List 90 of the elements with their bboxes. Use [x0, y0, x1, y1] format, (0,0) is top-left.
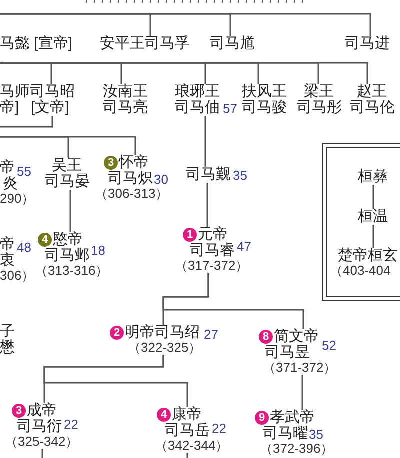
- title-text: 怀帝: [119, 155, 149, 171]
- title-text: 吴王: [52, 158, 82, 174]
- person-name: 司马曜: [263, 426, 308, 442]
- age-number: 30: [154, 172, 168, 187]
- age-number: 47: [237, 239, 252, 254]
- connector-line: [204, 116, 206, 167]
- title-text: 琅琊王: [175, 84, 220, 100]
- title-text: 成帝: [27, 403, 57, 419]
- reign-years: （313-316）: [35, 264, 109, 278]
- reign-years: （403-404: [330, 264, 391, 278]
- connector-line: [162, 273, 304, 329]
- title-text: 帝: [0, 160, 15, 176]
- title-text: 帝]: [0, 100, 20, 116]
- connector-line: [372, 185, 374, 209]
- person-name: 司马昭: [30, 84, 75, 100]
- connector-line: [186, 453, 188, 458]
- person-name: 司马伷: [175, 100, 220, 116]
- person-name: 明帝司马绍: [125, 325, 200, 341]
- number-badge: 1: [183, 228, 197, 242]
- reign-years: （372-396）: [260, 442, 334, 456]
- title-text: 元帝: [198, 227, 228, 243]
- age-number: 35: [309, 427, 324, 442]
- person-name: 桓温: [358, 209, 388, 225]
- person-name: 马师: [0, 84, 30, 100]
- reign-years: 290）: [0, 192, 35, 206]
- connector-line: [44, 355, 188, 407]
- person-name: 衷: [0, 253, 15, 269]
- person-name: 司马炽: [108, 171, 153, 187]
- person-name: 司马进: [345, 36, 390, 52]
- connector-line: [0, 116, 54, 128]
- age-number: 48: [17, 240, 32, 255]
- title-text: 简文帝: [274, 329, 319, 345]
- age-number: 22: [212, 421, 226, 436]
- title-text: 帝: [0, 237, 15, 253]
- title-text: 汝南王: [103, 84, 148, 100]
- person-name: 司马昱: [265, 345, 310, 361]
- person-name: 司马岳: [165, 423, 210, 439]
- title-text: 梁王: [304, 84, 334, 100]
- reign-years: （342-344）: [155, 439, 229, 453]
- reign-years: （371-372）: [263, 361, 337, 375]
- person-name: 楚帝桓玄: [338, 248, 398, 264]
- connector-line: [70, 190, 72, 232]
- title-text: 孝武帝: [270, 410, 315, 426]
- person-name: 司马晏: [45, 174, 90, 190]
- person-name: 司马邺: [45, 248, 90, 264]
- connector-line: [42, 449, 44, 458]
- age-number: 55: [17, 164, 32, 179]
- connector-line: [0, 136, 136, 155]
- person-name: 懋: [0, 340, 15, 356]
- age-number: 35: [233, 168, 248, 183]
- connector-line: [206, 183, 208, 227]
- title-text: 扶风王: [242, 84, 287, 100]
- person-name: 司马彤: [297, 100, 342, 116]
- reign-years: （325-342）: [5, 435, 79, 449]
- connector-line: [372, 225, 374, 248]
- person-name: 司马伦: [350, 100, 395, 116]
- age-number: 18: [91, 243, 106, 258]
- person-name: 司马骏: [242, 100, 287, 116]
- person-name: 司马馗: [210, 36, 255, 52]
- number-badge: 3: [12, 404, 26, 418]
- reign-years: （322-325）: [128, 341, 202, 355]
- title-text: 康帝: [172, 407, 202, 423]
- person-name: 司马睿: [190, 243, 235, 259]
- reign-years: 306）: [0, 269, 35, 283]
- title-text: 愍帝: [53, 232, 83, 248]
- title-text: [文帝]: [31, 100, 70, 116]
- person-name: 桓彝: [358, 169, 388, 185]
- number-badge: 4: [157, 408, 171, 422]
- age-number: 57: [223, 101, 238, 116]
- title-text: 子: [0, 324, 15, 340]
- person-name: 炎: [3, 176, 18, 192]
- person-name: 司马衍: [17, 419, 62, 435]
- person-name: 马懿 [宣帝]: [0, 36, 73, 52]
- age-number: 22: [64, 417, 78, 432]
- reign-years: （317-372）: [175, 259, 249, 273]
- person-name: 司马觐: [186, 167, 231, 183]
- person-name: 安平王司马孚: [100, 36, 190, 52]
- number-badge: 8: [259, 330, 273, 344]
- double-frame: [322, 143, 400, 301]
- connector-line: [0, 13, 372, 36]
- number-badge: 2: [110, 326, 124, 340]
- age-number: 52: [322, 338, 336, 353]
- number-badge: 9: [255, 411, 269, 425]
- title-text: 赵王: [357, 84, 387, 100]
- connector-line: [302, 375, 304, 410]
- person-name: 司马亮: [103, 100, 148, 116]
- reign-years: （306-313）: [95, 187, 169, 201]
- number-badge: 4: [38, 233, 52, 247]
- age-number: 27: [204, 327, 218, 342]
- number-badge: 3: [104, 156, 118, 170]
